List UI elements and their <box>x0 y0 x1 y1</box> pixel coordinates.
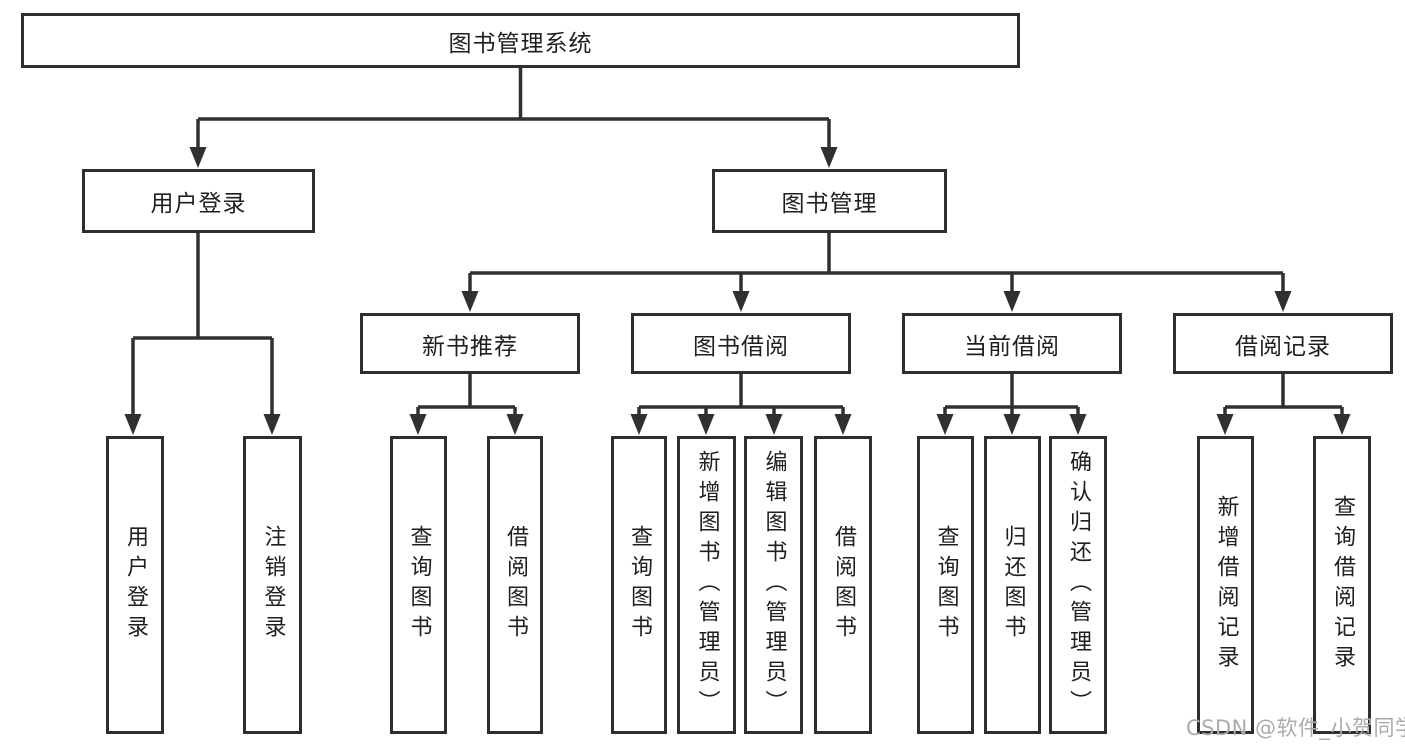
node-label: 确认归还（管理员） <box>1066 450 1091 720</box>
leaf-query-books-recommend: 查询图书 <box>390 436 447 734</box>
node-label: 归还图书 <box>1000 525 1026 645</box>
node-label: 借阅图书 <box>503 525 528 645</box>
node-label: 用户登录 <box>150 191 247 217</box>
node-label: 查询图书 <box>933 525 959 645</box>
node-label: 新增图书（管理员） <box>694 450 720 720</box>
leaf-confirm-return-admin: 确认归还（管理员） <box>1049 436 1107 734</box>
node-label: 查询图书 <box>406 525 432 645</box>
node-book-management: 图书管理 <box>712 169 947 233</box>
node-label: 借阅图书 <box>831 525 856 645</box>
arrowhead-icons <box>124 147 1351 435</box>
leaf-return-books: 归还图书 <box>984 436 1041 734</box>
leaf-add-books-admin: 新增图书（管理员） <box>677 436 736 734</box>
node-label: 新增借阅记录 <box>1213 495 1239 675</box>
node-new-book-recommendation: 新书推荐 <box>360 313 580 374</box>
node-label: 查询图书 <box>627 525 652 645</box>
leaf-borrow-books-recommend: 借阅图书 <box>487 436 543 734</box>
leaf-borrow-books: 借阅图书 <box>814 436 872 734</box>
leaf-edit-books-admin: 编辑图书（管理员） <box>744 436 803 734</box>
node-library-management-system: 图书管理系统 <box>21 13 1020 68</box>
node-label: 图书借阅 <box>693 333 789 360</box>
node-label: 借阅记录 <box>1235 333 1331 360</box>
leaf-logout: 注销登录 <box>243 436 302 734</box>
leaf-query-books-borrowing: 查询图书 <box>611 436 667 734</box>
node-label: 图书管理 <box>781 191 878 217</box>
node-user-login: 用户登录 <box>82 169 315 233</box>
leaf-add-borrow-record: 新增借阅记录 <box>1197 436 1254 734</box>
leaf-query-borrow-record: 查询借阅记录 <box>1313 436 1371 734</box>
node-label: 查询借阅记录 <box>1330 495 1355 675</box>
node-label: 用户登录 <box>123 525 148 645</box>
node-label: 注销登录 <box>260 525 286 645</box>
leaf-query-books-current: 查询图书 <box>917 436 974 734</box>
node-label: 编辑图书（管理员） <box>761 450 787 720</box>
watermark: CSDN @软件_小贺同学 <box>1186 716 1405 740</box>
node-book-borrowing: 图书借阅 <box>631 313 851 374</box>
node-label: 图书管理系统 <box>448 30 593 57</box>
node-borrowing-records: 借阅记录 <box>1173 313 1393 374</box>
node-label: 新书推荐 <box>422 333 518 360</box>
leaf-user-login: 用户登录 <box>106 436 164 734</box>
node-label: 当前借阅 <box>964 333 1060 360</box>
node-current-borrowing: 当前借阅 <box>902 313 1122 374</box>
